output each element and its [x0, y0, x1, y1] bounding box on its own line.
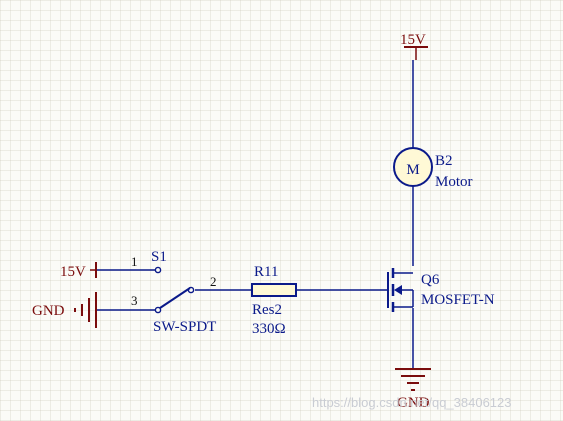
resistor-designator: R11 [254, 264, 278, 280]
gnd-port-bottom-label: GND [397, 395, 430, 411]
power-port-left[interactable]: 15V [60, 262, 97, 280]
switch-pin-2: 2 [210, 274, 217, 289]
switch-pin-3: 3 [131, 293, 138, 308]
wires [97, 60, 414, 368]
spdt-switch-icon [154, 266, 195, 314]
gnd-port-left-label: GND [32, 303, 65, 319]
switch-value: SW-SPDT [153, 319, 216, 335]
resistor-value: Res2 [252, 302, 282, 318]
resistor-icon [251, 283, 297, 297]
power-port-left-label: 15V [60, 264, 86, 280]
n-mosfet-icon [387, 268, 414, 312]
mosfet-value: MOSFET-N [421, 292, 495, 308]
resistor-r11[interactable]: R11 Res2 330Ω [251, 264, 297, 337]
switch-designator: S1 [151, 249, 167, 265]
watermark-text: https://blog.csdn.net/qq_38406123 [312, 395, 512, 410]
motor-icon: M [393, 147, 433, 187]
mosfet-q6[interactable]: Q6 MOSFET-N [387, 268, 495, 312]
switch-s1[interactable]: S1 SW-SPDT 1 2 3 [131, 249, 217, 335]
power-port-top-label: 15V [400, 32, 426, 48]
gnd-port-bottom[interactable]: GND [395, 368, 431, 411]
motor-b2[interactable]: M B2 Motor [393, 147, 473, 190]
mosfet-designator: Q6 [421, 272, 440, 288]
motor-glyph: M [406, 162, 419, 178]
power-port-top[interactable]: 15V [400, 32, 428, 60]
ground-icon [395, 368, 431, 391]
ground-icon [74, 292, 97, 328]
motor-designator: B2 [435, 153, 453, 169]
resistor-resistance: 330Ω [252, 321, 286, 337]
switch-pin-1: 1 [131, 254, 138, 269]
motor-value: Motor [435, 174, 473, 190]
gnd-port-left[interactable]: GND [32, 292, 97, 328]
